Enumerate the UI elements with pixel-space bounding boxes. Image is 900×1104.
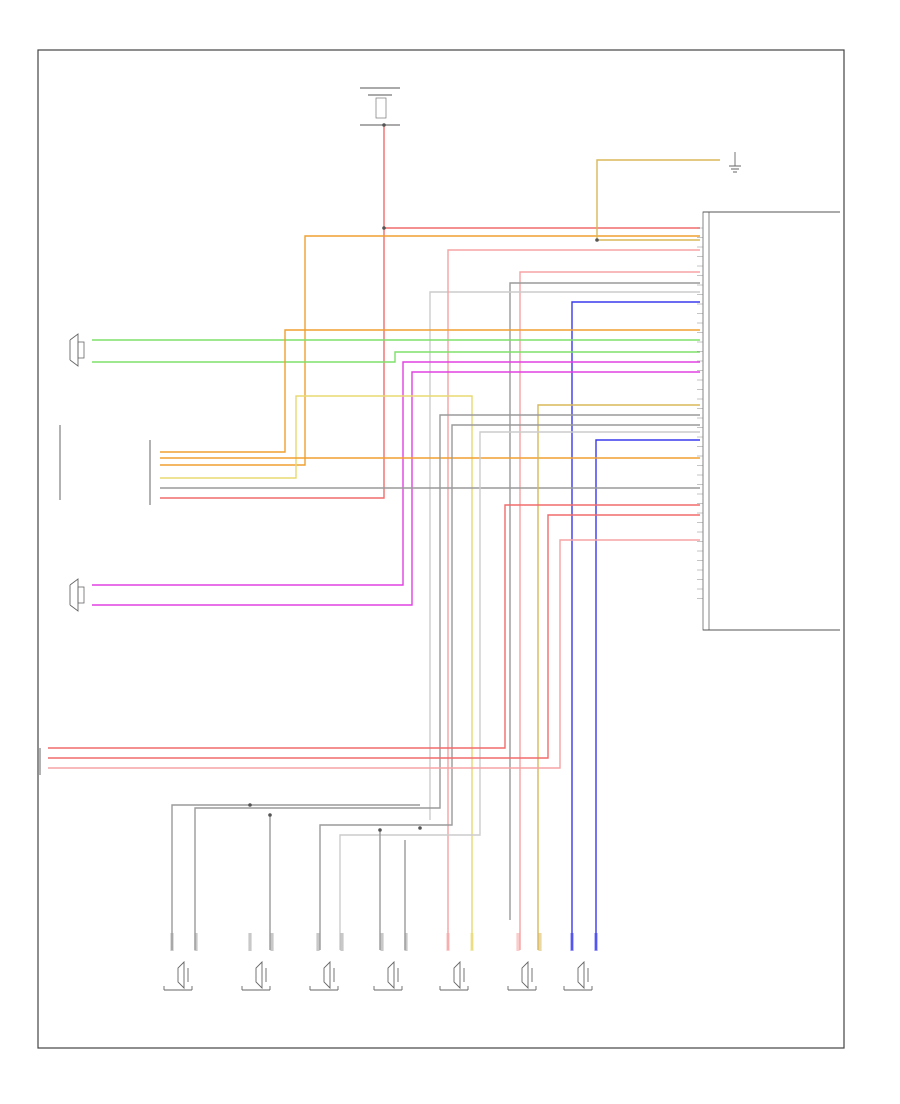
red-amp-trunk-1 bbox=[519, 271, 700, 950]
speaker-connector-pin-12 bbox=[538, 933, 542, 951]
tan-feed-wire bbox=[596, 159, 720, 241]
pink-lower-3 bbox=[48, 539, 700, 769]
bottom-speaker-icon-3 bbox=[309, 960, 339, 991]
speaker-connector-pin-8 bbox=[404, 933, 408, 951]
splice-dot-4 bbox=[248, 803, 252, 807]
splice-dot-2 bbox=[595, 238, 599, 242]
bottom-speaker-icon-6 bbox=[507, 960, 537, 991]
bottom-speaker-icon-1 bbox=[163, 960, 193, 991]
amplifier-connector bbox=[702, 211, 840, 631]
speaker-connector-pin-11 bbox=[516, 933, 520, 951]
orange-left-front bbox=[160, 329, 700, 453]
gray-trunk-1 bbox=[509, 282, 700, 920]
orange-amp-wire bbox=[160, 235, 700, 466]
diagram-frame bbox=[37, 49, 845, 1049]
light-rear-4 bbox=[339, 431, 700, 950]
magenta-right-front-1 bbox=[92, 361, 700, 586]
splice-dot-7 bbox=[418, 826, 422, 830]
fuse-block bbox=[360, 87, 400, 126]
green-left-front-2 bbox=[92, 351, 700, 363]
gray-rear-2 bbox=[194, 414, 700, 950]
red-lower-1 bbox=[48, 504, 700, 749]
gray-door-1 bbox=[171, 804, 420, 950]
splice-dot-5 bbox=[268, 813, 272, 817]
yellow-sub-1 bbox=[160, 395, 473, 950]
ground-icon bbox=[729, 152, 741, 173]
speaker-connector-pin-2 bbox=[194, 933, 198, 951]
gray-rear-3 bbox=[319, 424, 700, 950]
speaker-connector-pin-13 bbox=[570, 933, 574, 951]
speaker-connector-pin-7 bbox=[380, 933, 384, 951]
bottom-speaker-icon-4 bbox=[373, 960, 403, 991]
bottom-speaker-icon-7 bbox=[563, 960, 593, 991]
left-front-speaker-icon bbox=[69, 333, 85, 367]
speaker-connector-pin-6 bbox=[340, 933, 344, 951]
speaker-connector-pin-1 bbox=[170, 933, 174, 951]
speaker-connector-pin-4 bbox=[270, 933, 274, 951]
splice-dot-1 bbox=[382, 226, 386, 230]
blue-center-wire-2 bbox=[595, 439, 700, 950]
splice-dot-6 bbox=[378, 828, 382, 832]
blue-center-wire-1 bbox=[571, 301, 700, 950]
speaker-connector-pin-3 bbox=[248, 933, 252, 951]
pink-trunk-2 bbox=[447, 249, 700, 950]
bottom-speaker-icon-5 bbox=[439, 960, 469, 991]
right-front-speaker-icon bbox=[69, 578, 85, 612]
bottom-speaker-icon-2 bbox=[241, 960, 271, 991]
red-lower-2 bbox=[48, 514, 700, 759]
power-feed-wire bbox=[160, 125, 385, 499]
speaker-connector-pin-14 bbox=[594, 933, 598, 951]
splice-dot-3 bbox=[382, 123, 386, 127]
speaker-connector-pin-5 bbox=[316, 933, 320, 951]
speaker-connector-pin-10 bbox=[470, 933, 474, 951]
light-trunk-1 bbox=[429, 291, 700, 820]
subwoofer-connector bbox=[59, 425, 151, 505]
tan-rear-1 bbox=[537, 404, 700, 950]
speaker-connector-pin-9 bbox=[446, 933, 450, 951]
